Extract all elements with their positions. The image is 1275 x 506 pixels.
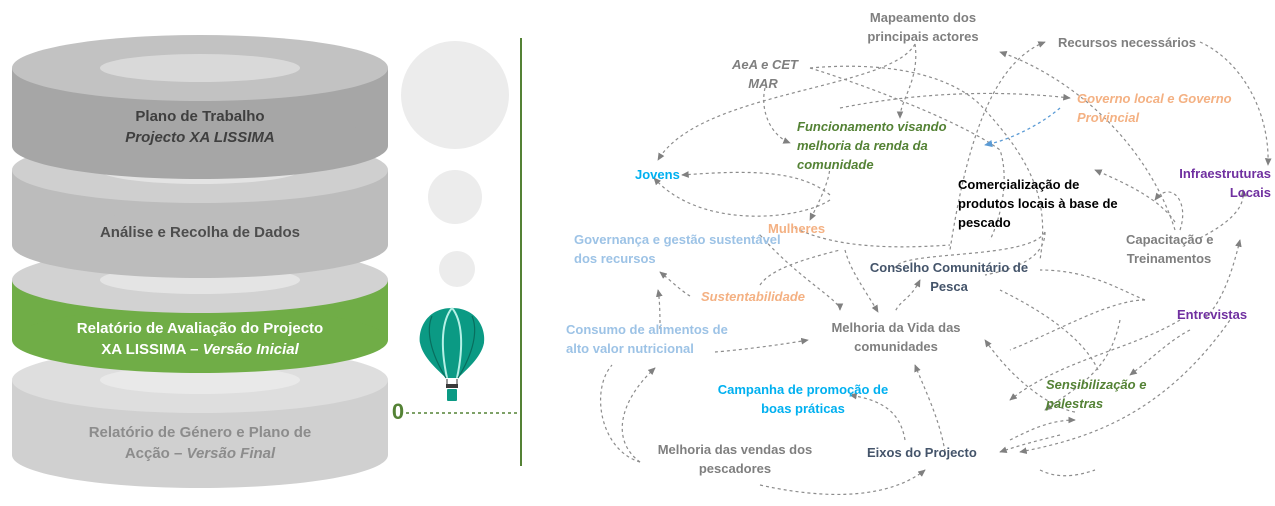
map-node-funcionamento: Funcionamento visando melhoria da renda d… [797, 117, 947, 174]
map-node-line: Melhoria da Vida das [831, 320, 961, 335]
concept-map-connectors [599, 41, 1272, 496]
map-node-line: Sensibilização e [1046, 377, 1147, 392]
map-node-line: Eixos do Projecto [867, 445, 977, 460]
map-node-line: comunidades [854, 339, 938, 354]
stack-label-2: Análise e Recolha de Dados [22, 222, 378, 243]
map-node-line: AeA e CET [732, 57, 798, 72]
map-node-line: comunidade [797, 157, 874, 172]
map-node-line: melhoria da renda da [797, 138, 928, 153]
stack-label-3: Relatório de Avaliação do Projecto XA LI… [22, 318, 378, 360]
map-node-melhoria-vida: Melhoria da Vida das comunidades [826, 318, 966, 356]
map-node-line: Mapeamento dos [869, 10, 977, 25]
map-node-conselho: Conselho Comunitário de Pesca [865, 258, 1033, 296]
map-node-line: Melhoria das vendas dos [657, 442, 813, 457]
stack-disc-1 [12, 35, 388, 179]
map-node-campanha: Campanha de promoção de boas práticas [713, 380, 893, 418]
map-node-line: Governo local e Governo [1077, 91, 1232, 106]
map-node-line: Capacitação e [1126, 232, 1214, 247]
map-node-sensibilizacao: Sensibilização e palestras [1046, 375, 1146, 413]
map-node-line: Recursos necessários [1058, 35, 1197, 50]
map-node-line: dos recursos [574, 251, 656, 266]
stack-label-4-line2: Versão Final [186, 445, 276, 462]
stack-label-1: Plano de Trabalho Projecto XA LISSIMA [22, 106, 378, 148]
map-node-line: palestras [1046, 396, 1104, 411]
stack-label-4-line1: Relatório de Género e Plano de [88, 424, 312, 441]
map-node-line: Mulheres [768, 221, 826, 236]
map-node-line: Jovens [635, 167, 680, 182]
timeline-marker: 0 [391, 399, 405, 424]
map-node-governanca: Governança e gestão sustentável dos recur… [574, 230, 781, 268]
map-node-recursos: Recursos necessários [1058, 33, 1196, 52]
map-node-aea: AeA e CET MAR [732, 55, 798, 93]
map-node-line: principais actores [867, 29, 979, 44]
thought-bubbles [401, 41, 509, 287]
map-node-mulheres: Mulheres [768, 219, 825, 238]
highlight-arrow [984, 107, 1061, 148]
map-node-melhoria-vendas: Melhoria das vendas dos pescadores [653, 440, 817, 478]
map-node-line: Comercialização de [958, 177, 1080, 192]
map-node-line: produtos locais à base de [958, 196, 1118, 211]
map-node-line: pescadores [698, 461, 772, 476]
map-node-line: Entrevistas [1177, 307, 1248, 322]
map-node-line: Pesca [930, 279, 968, 294]
stack-label-1-line1: Plano de Trabalho [135, 108, 265, 125]
map-node-capacitacao: Capacitação e Treinamentos [1126, 230, 1214, 268]
stack-label-2-line1: Análise e Recolha de Dados [99, 224, 301, 241]
stack-label-3-line1: Relatório de Avaliação do Projecto [76, 320, 324, 337]
map-node-consumo: Consumo de alimentos de alto valor nutric… [566, 320, 728, 358]
map-node-line: Infraestruturas [1179, 166, 1271, 181]
map-node-eixos: Eixos do Projecto [867, 443, 977, 462]
map-node-line: Provincial [1077, 110, 1140, 125]
map-node-line: Sustentabilidade [701, 289, 806, 304]
map-node-line: Campanha de promoção de [717, 382, 889, 397]
stack-label-1-line2: Projecto XA LISSIMA [125, 129, 275, 146]
stack-label-3-line2: Versão Inicial [202, 341, 299, 358]
map-node-line: MAR [748, 76, 778, 91]
map-node-jovens: Jovens [635, 165, 680, 184]
stack-label-3-line2-prefix: XA LISSIMA – [101, 341, 203, 358]
map-node-sustentabilidade: Sustentabilidade [701, 287, 805, 306]
map-node-comercializacao: Comercialização de produtos locais à base… [958, 175, 1118, 232]
stack-label-4-line2-prefix: Acção – [124, 445, 187, 462]
map-node-line: Treinamentos [1126, 251, 1212, 266]
map-node-line: Locais [1229, 185, 1271, 200]
map-node-line: alto valor nutricional [566, 341, 694, 356]
map-node-line: Governança e gestão sustentável [574, 232, 781, 247]
map-node-line: boas práticas [761, 401, 845, 416]
map-node-entrevistas: Entrevistas [1177, 305, 1247, 324]
map-node-line: Conselho Comunitário de [869, 260, 1029, 275]
stack-label-4: Relatório de Género e Plano de Acção – V… [22, 422, 378, 464]
map-node-mapeamento: Mapeamento dos principais actores [858, 8, 988, 46]
map-node-line: Consumo de alimentos de [566, 322, 728, 337]
hot-air-balloon-icon [419, 307, 485, 401]
map-node-line: pescado [958, 215, 1011, 230]
map-node-line: Funcionamento visando [797, 119, 947, 134]
